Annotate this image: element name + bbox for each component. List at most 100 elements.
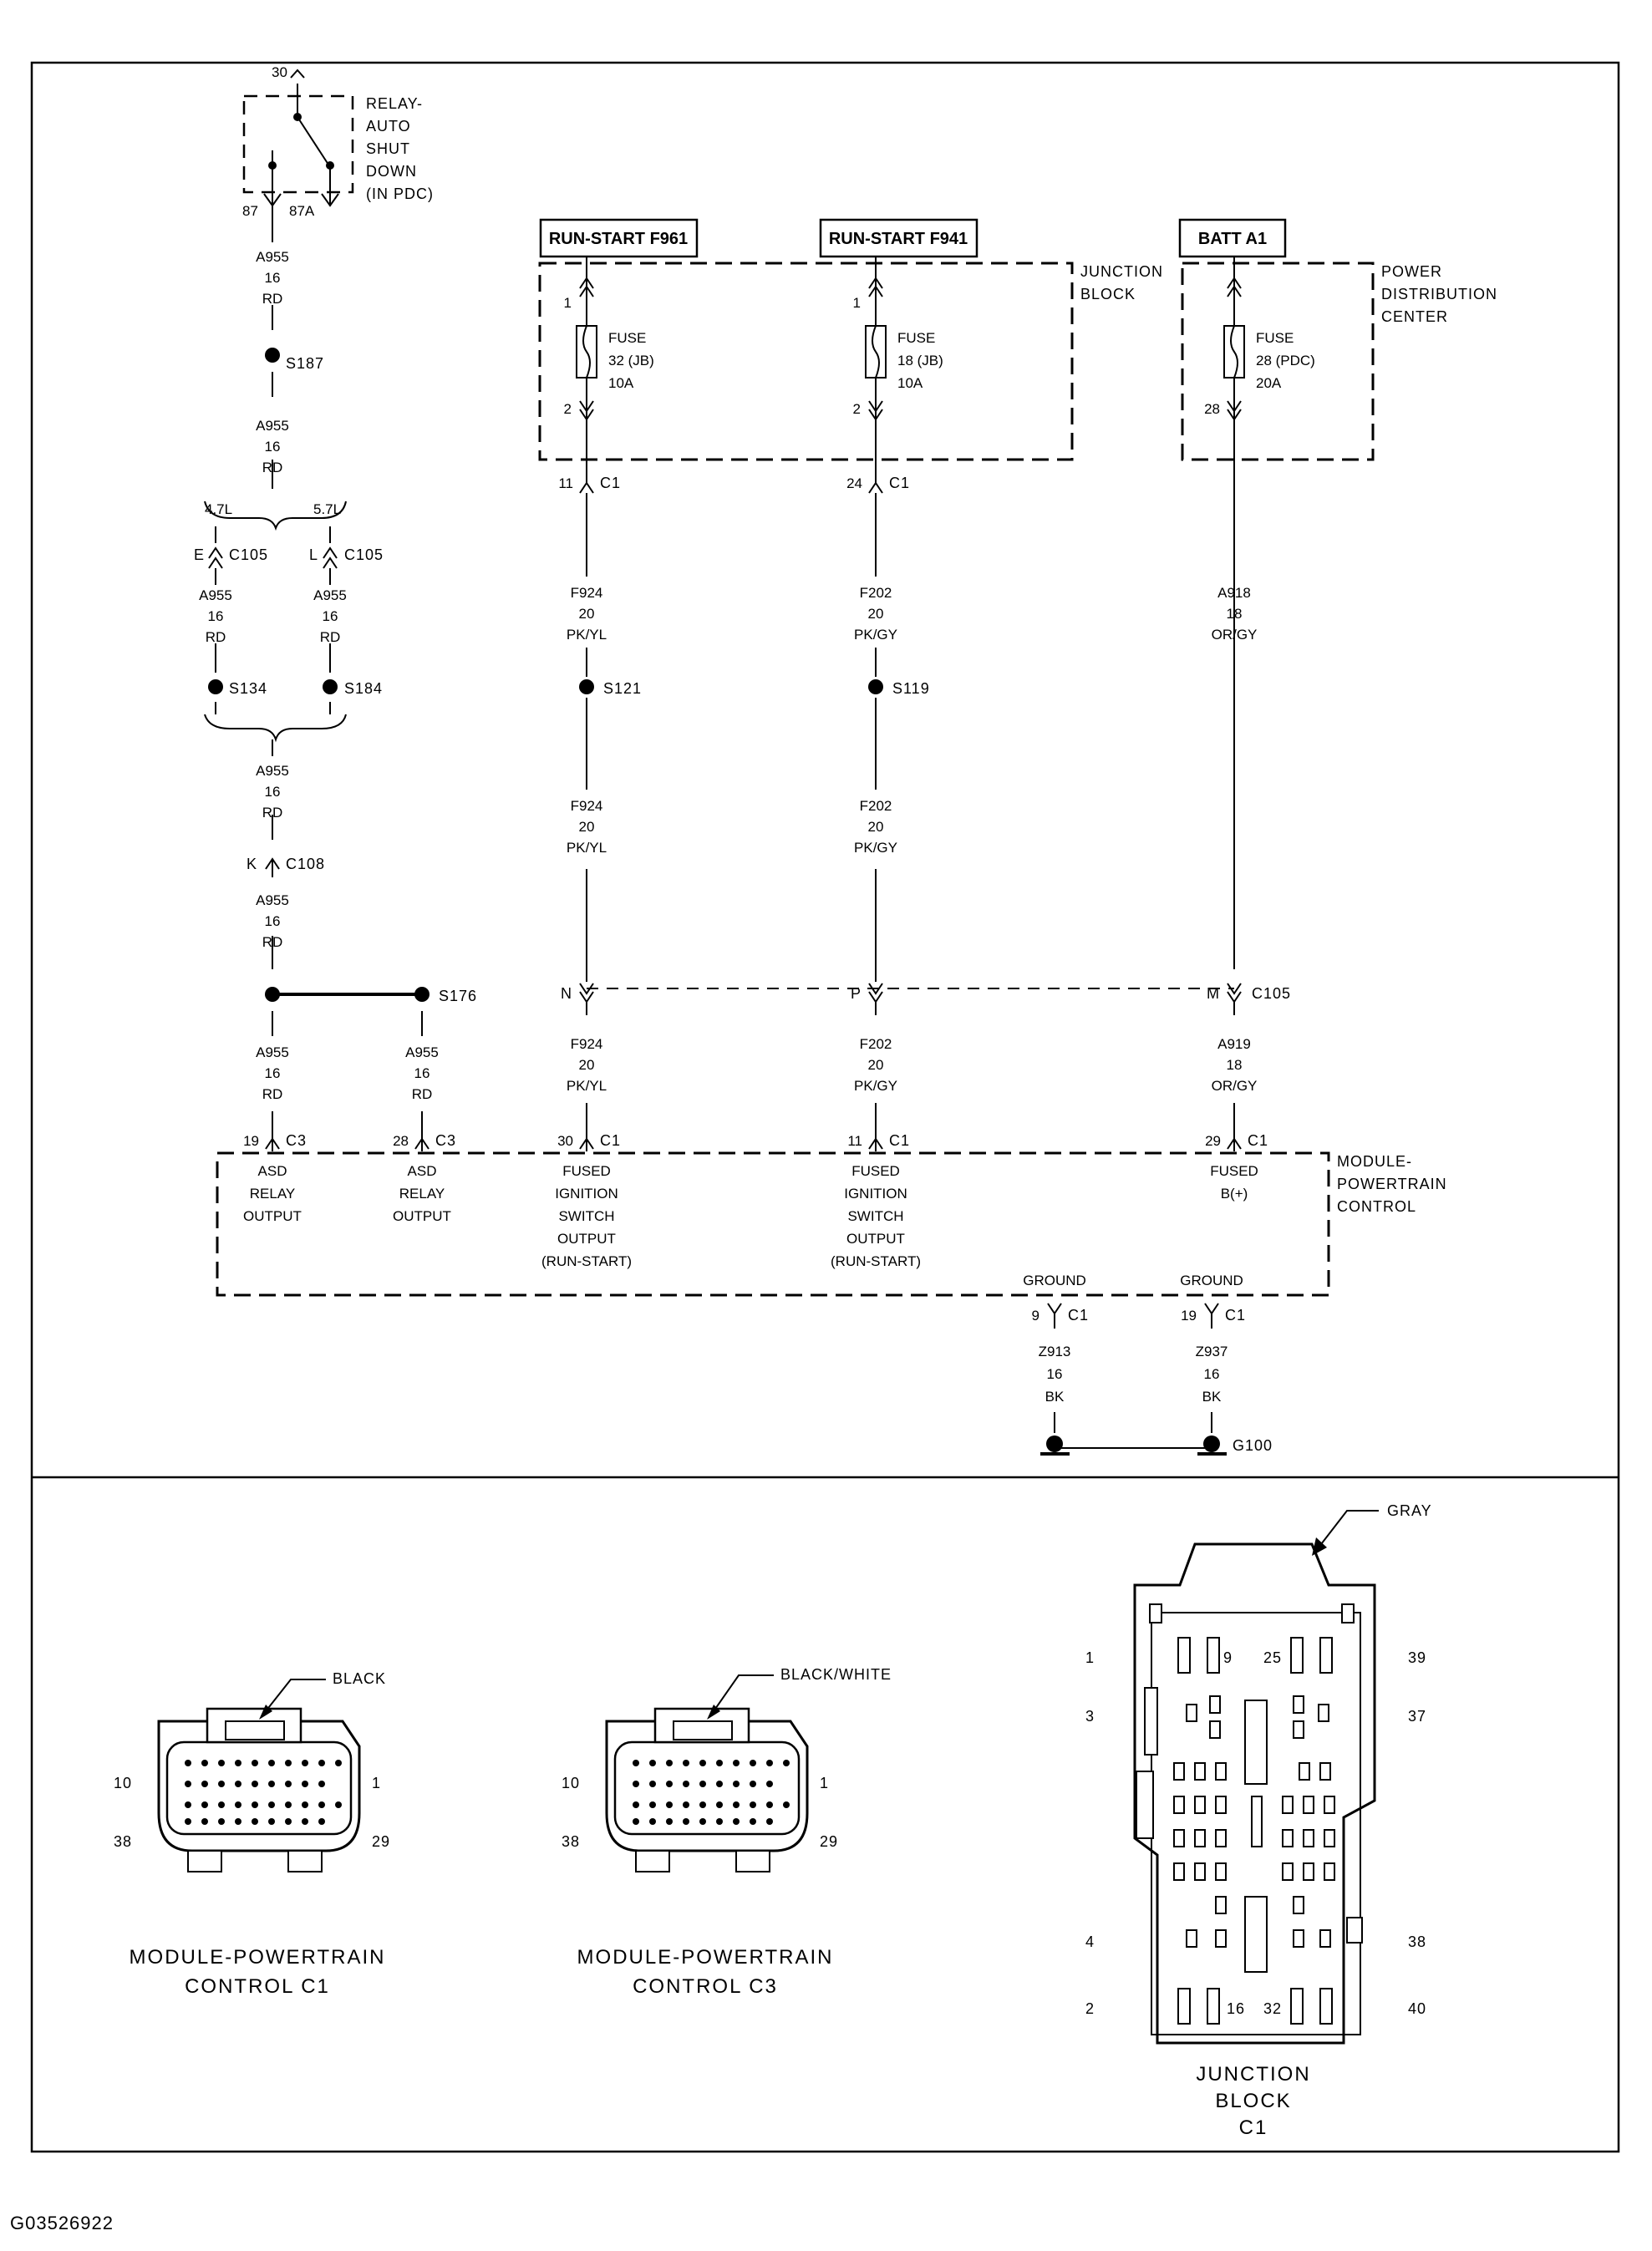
wire-label-a955-merge: A955 16 RD <box>256 763 289 821</box>
svg-text:18: 18 <box>1227 1057 1243 1073</box>
source-box-f961 <box>539 218 699 258</box>
jb-c1-title: C1 <box>1239 2116 1268 2139</box>
conn-label: C1 <box>1225 1307 1246 1324</box>
svg-text:20A: 20A <box>1256 375 1282 391</box>
svg-text:RD: RD <box>262 291 283 307</box>
jb-c1-title: BLOCK <box>1215 2090 1291 2112</box>
svg-text:CONTROL: CONTROL <box>1337 1198 1416 1215</box>
wire-label-a955-k: A955 16 RD <box>256 892 289 950</box>
fuse-pin: 1 <box>853 295 861 311</box>
engine-option-left: 4.7L <box>205 501 232 517</box>
conn-pin: P <box>851 985 862 1002</box>
fuse-32-symbol <box>576 257 597 494</box>
svg-text:A955: A955 <box>313 587 347 603</box>
pcm-c3-connector <box>605 1674 809 1872</box>
svg-text:A955: A955 <box>405 1044 439 1060</box>
svg-text:PK/GY: PK/GY <box>854 840 897 856</box>
svg-text:A955: A955 <box>256 418 289 434</box>
svg-text:B(+): B(+) <box>1221 1186 1248 1202</box>
svg-text:RD: RD <box>412 1086 433 1102</box>
svg-text:20: 20 <box>579 1057 595 1073</box>
conn-label: C105 <box>229 546 268 563</box>
splice-s119 <box>868 679 883 694</box>
conn-label: C1 <box>1248 1132 1268 1149</box>
svg-text:A919: A919 <box>1217 1036 1251 1052</box>
splice-label: S184 <box>344 680 383 697</box>
wire-label-a955-right: A955 16 RD <box>313 587 347 645</box>
engine-option-right: 5.7L <box>313 501 341 517</box>
wire-label-a955-left: A955 16 RD <box>199 587 232 645</box>
jb-c1-pin: 4 <box>1085 1933 1095 1950</box>
svg-text:F202: F202 <box>860 798 892 814</box>
wire-label-a955-pcm19: A955 16 RD <box>256 1044 289 1102</box>
relay-title-line: DOWN <box>366 163 417 180</box>
wire-label-a918: A918 18 OR/GY <box>1212 585 1258 643</box>
wire-label-a955-pcm28: A955 16 RD <box>405 1044 439 1102</box>
conn-pin: N <box>561 985 572 1002</box>
svg-text:ASD: ASD <box>408 1163 437 1179</box>
svg-text:FUSED: FUSED <box>851 1163 900 1179</box>
wire-label-f924-2: F924 20 PK/YL <box>567 798 607 856</box>
jb-c1-inner-pin: 16 <box>1227 2000 1245 2017</box>
diagram-frame <box>30 61 1620 2153</box>
svg-text:OUTPUT: OUTPUT <box>846 1231 905 1247</box>
lower-wires <box>586 1103 1235 1145</box>
svg-text:18 (JB): 18 (JB) <box>897 353 943 368</box>
fuse-18-symbol <box>865 257 887 494</box>
svg-text:Z913: Z913 <box>1039 1344 1071 1359</box>
jb-c1-inner-pin: 9 <box>1223 1649 1233 1666</box>
svg-text:16: 16 <box>265 1065 281 1081</box>
splice-s184 <box>323 679 338 694</box>
svg-text:POWER: POWER <box>1381 263 1442 280</box>
svg-text:OUTPUT: OUTPUT <box>557 1231 616 1247</box>
jb-c1-pin: 38 <box>1408 1933 1426 1950</box>
fuse-32-label: FUSE 32 (JB) 10A <box>608 330 654 391</box>
fuse-28-symbol <box>1223 257 1245 969</box>
svg-text:SWITCH: SWITCH <box>847 1208 903 1224</box>
splice-junction <box>265 987 280 1002</box>
svg-text:16: 16 <box>265 784 281 800</box>
conn-pin: L <box>309 546 318 563</box>
jb-c1-pin: 3 <box>1085 1708 1095 1725</box>
svg-text:FUSE: FUSE <box>608 330 646 346</box>
splice-label: S119 <box>892 680 930 697</box>
svg-text:RD: RD <box>262 1086 283 1102</box>
svg-text:CENTER: CENTER <box>1381 308 1448 325</box>
jb-c1-pin: 2 <box>1085 2000 1095 2017</box>
pcm-c1-pin: 29 <box>372 1833 390 1850</box>
svg-text:MODULE-: MODULE- <box>1337 1153 1412 1170</box>
source-box-batt <box>1178 218 1287 258</box>
pcm-c1-connector <box>157 1679 361 1872</box>
pcm-pin-fused-ign-2: FUSED IGNITION SWITCH OUTPUT (RUN-START) <box>831 1163 921 1269</box>
svg-text:RELAY: RELAY <box>399 1186 445 1202</box>
svg-text:RD: RD <box>262 805 283 821</box>
svg-text:20: 20 <box>868 819 884 835</box>
svg-text:(RUN-START): (RUN-START) <box>831 1253 921 1269</box>
svg-text:ASD: ASD <box>258 1163 287 1179</box>
svg-text:PK/YL: PK/YL <box>567 840 607 856</box>
pcm-c3-color: BLACK/WHITE <box>780 1666 892 1683</box>
svg-text:28 (PDC): 28 (PDC) <box>1256 353 1315 368</box>
source-label: RUN-START F941 <box>829 230 968 248</box>
svg-text:16: 16 <box>414 1065 430 1081</box>
pcm-c1-color: BLACK <box>333 1670 386 1687</box>
svg-text:16: 16 <box>208 608 224 624</box>
wire-label-a955-top: A955 16 RD <box>256 249 289 307</box>
pcm-c3-title: CONTROL C3 <box>633 1975 778 1998</box>
svg-text:FUSED: FUSED <box>562 1163 611 1179</box>
svg-text:PK/GY: PK/GY <box>854 627 897 643</box>
svg-text:RD: RD <box>320 629 341 645</box>
conn-label: C1 <box>600 475 621 491</box>
svg-text:16: 16 <box>265 913 281 929</box>
pcm-connector-symbols <box>265 1137 1242 1151</box>
svg-text:16: 16 <box>323 608 338 624</box>
wire-label-z913: Z913 16 BK <box>1039 1344 1071 1405</box>
jb-c1-title: JUNCTION <box>1196 2063 1310 2086</box>
svg-text:PK/GY: PK/GY <box>854 1078 897 1094</box>
svg-text:A955: A955 <box>199 587 232 603</box>
svg-text:DISTRIBUTION: DISTRIBUTION <box>1381 286 1497 302</box>
svg-text:PK/YL: PK/YL <box>567 627 607 643</box>
wire-label-z937: Z937 16 BK <box>1196 1344 1228 1405</box>
conn-label: C1 <box>1068 1307 1089 1324</box>
source-label: RUN-START F961 <box>549 230 688 248</box>
